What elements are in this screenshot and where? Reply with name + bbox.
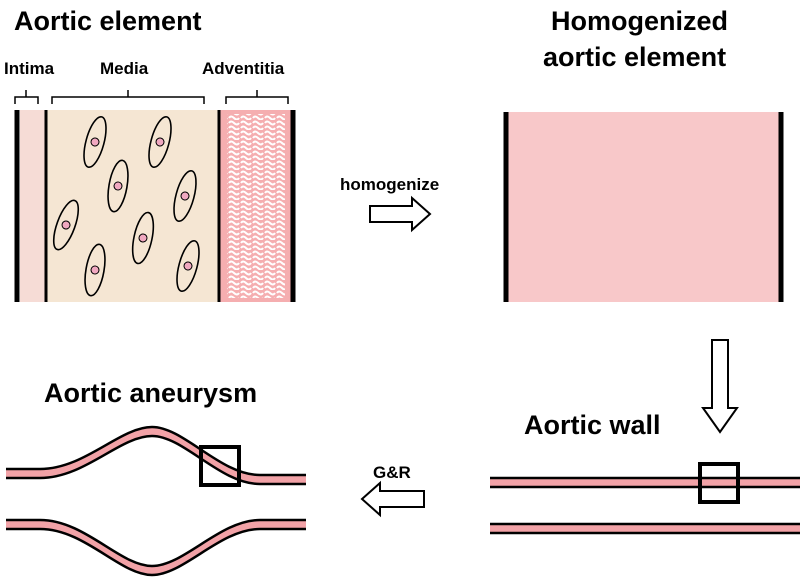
arrow-left-outline-icon [360,480,425,518]
homogenized-title-line1: Homogenized [551,6,728,36]
gr-label: G&R [373,463,411,482]
aortic-wall-upper [490,476,800,489]
homogenized-element [506,112,781,302]
muscle-cell [52,199,80,251]
aneurysm-upper-wall [6,425,306,486]
homogenize-label: homogenize [340,175,439,194]
adventitia-fibers [227,114,285,298]
muscle-cell [84,243,106,297]
aneurysm-element-box [199,445,241,487]
media-bracket [51,90,205,104]
aneurysm-lower-wall [6,518,306,577]
aortic-wall-element-box [698,462,740,504]
muscle-cell [148,115,172,169]
muscle-cell [107,159,129,213]
aortic-wall-lower [490,522,800,535]
homogenized-title-line2: aortic element [543,42,726,72]
adventitia-bracket [225,90,289,104]
aortic-element-title: Aortic element [14,6,202,36]
intima-bracket [14,90,39,104]
media-label: Media [100,59,149,78]
muscle-cell [173,169,197,223]
arrow-down-outline-icon [701,339,739,434]
muscle-cell [83,115,107,169]
intima-layer [20,110,46,302]
muscle-cell [176,239,200,293]
smooth-muscle-cells [52,115,200,297]
aortic-aneurysm-title: Aortic aneurysm [44,378,257,408]
aortic-wall-title: Aortic wall [524,410,661,440]
muscle-cell [131,211,155,265]
arrow-right-outline-icon [369,195,432,233]
intima-label: Intima [4,59,55,78]
adventitia-label: Adventitia [202,59,285,78]
